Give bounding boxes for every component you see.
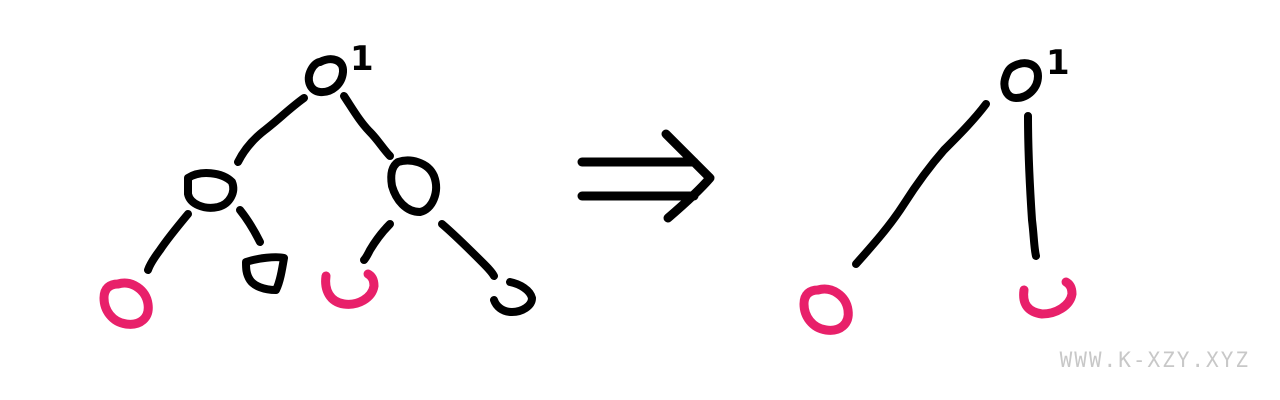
left-leaf-4 [490, 278, 536, 316]
left-edge-lc-leaf2 [236, 206, 264, 246]
watermark-text: WWW.K-XZY.XYZ [1059, 348, 1250, 372]
double-arrow-right-icon [577, 129, 715, 223]
right-root-node [1000, 59, 1042, 102]
right-edge-root-right [1024, 112, 1040, 260]
left-edge-lc-leaf1 [144, 210, 192, 274]
left-root-label: 1 [350, 39, 374, 79]
right-child-node [387, 156, 441, 216]
left-leaf-1-highlighted [99, 278, 153, 329]
left-edge-rc-leaf3 [360, 220, 394, 264]
left-root-node [304, 55, 347, 97]
left-leaf-2 [242, 253, 288, 294]
right-root-label: 1 [1046, 43, 1070, 83]
left-edge-root-left [234, 94, 308, 166]
right-leaf-right-highlighted [1019, 277, 1077, 319]
left-tree: 1 [99, 39, 536, 329]
left-leaf-3-highlighted [321, 269, 379, 309]
left-child-node [184, 169, 238, 212]
left-edge-root-right [340, 92, 394, 160]
right-leaf-left-highlighted [799, 284, 853, 335]
right-tree: 1 [799, 43, 1077, 335]
left-edge-rc-leaf4 [438, 220, 498, 280]
right-edge-root-left [852, 100, 990, 268]
